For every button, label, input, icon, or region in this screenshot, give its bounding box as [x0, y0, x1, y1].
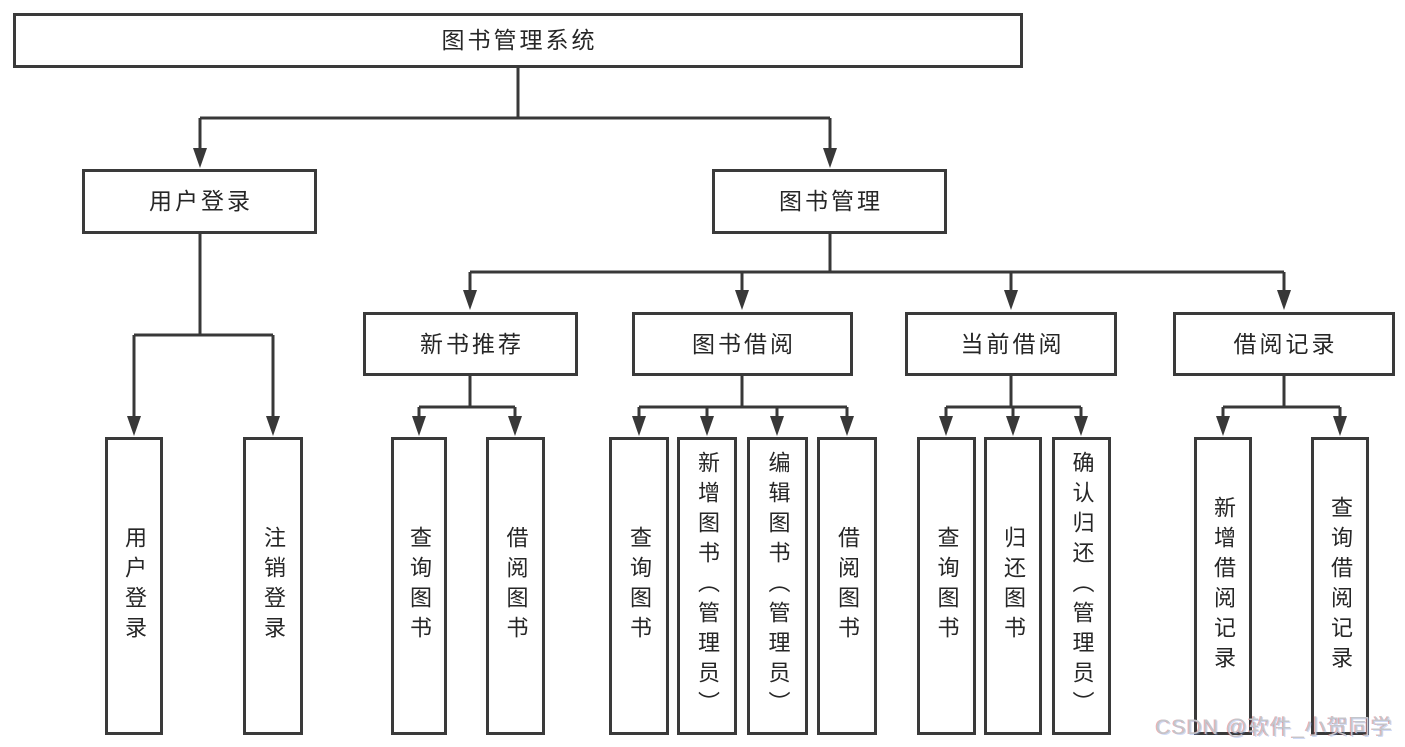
leaf-borrow-add-book-admin: 新增图书（管理员）: [677, 437, 737, 735]
node-book-borrow-label: 图书借阅: [692, 330, 796, 357]
leaf-user-login: 用户登录: [105, 437, 163, 735]
leaf-borrow-query-book-label: 查询图书: [627, 526, 652, 646]
node-borrow-records-label: 借阅记录: [1233, 330, 1338, 357]
leaf-current-query-book-label: 查询图书: [934, 526, 960, 646]
node-book-management: 图书管理: [712, 169, 947, 234]
arrowhead-icons: [127, 148, 1347, 436]
leaf-records-query-record: 查询借阅记录: [1311, 437, 1369, 735]
leaf-records-add-record-label: 新增借阅记录: [1211, 496, 1236, 676]
node-library-system: 图书管理系统: [13, 13, 1023, 68]
node-user-login: 用户登录: [82, 169, 317, 234]
leaf-recommend-borrow-book-label: 借阅图书: [503, 526, 529, 646]
leaf-borrow-edit-book-admin: 编辑图书（管理员）: [747, 437, 808, 735]
leaf-records-query-record-label: 查询借阅记录: [1328, 496, 1353, 676]
leaf-recommend-query-book-label: 查询图书: [407, 526, 432, 646]
node-new-book-recommend-label: 新书推荐: [420, 330, 524, 357]
leaf-recommend-query-book: 查询图书: [391, 437, 447, 735]
node-current-borrow: 当前借阅: [905, 312, 1117, 376]
leaf-borrow-add-book-admin-label: 新增图书（管理员）: [695, 451, 720, 721]
leaf-logout: 注销登录: [243, 437, 303, 735]
leaf-current-return-book: 归还图书: [984, 437, 1042, 735]
leaf-current-confirm-return-admin: 确认归还（管理员）: [1052, 437, 1111, 735]
leaf-current-return-book-label: 归还图书: [1001, 526, 1026, 646]
leaf-current-query-book: 查询图书: [917, 437, 976, 735]
csdn-watermark: CSDN @软件_小贺同学: [1155, 716, 1393, 739]
node-book-management-label: 图书管理: [779, 188, 883, 214]
leaf-borrow-edit-book-admin-label: 编辑图书（管理员）: [765, 451, 791, 721]
node-new-book-recommend: 新书推荐: [363, 312, 578, 376]
leaf-current-confirm-return-admin-label: 确认归还（管理员）: [1069, 451, 1095, 721]
node-user-login-label: 用户登录: [149, 188, 253, 214]
node-current-borrow-label: 当前借阅: [960, 330, 1065, 357]
leaf-recommend-borrow-book: 借阅图书: [486, 437, 545, 735]
leaf-user-login-label: 用户登录: [122, 526, 147, 646]
node-library-system-label: 图书管理系统: [441, 27, 598, 53]
leaf-borrow-borrow-book-label: 借阅图书: [835, 526, 860, 646]
node-book-borrow: 图书借阅: [632, 312, 853, 376]
node-borrow-records: 借阅记录: [1173, 312, 1395, 376]
leaf-borrow-borrow-book: 借阅图书: [817, 437, 877, 735]
leaf-borrow-query-book: 查询图书: [609, 437, 669, 735]
leaf-logout-label: 注销登录: [261, 526, 286, 646]
leaf-records-add-record: 新增借阅记录: [1194, 437, 1252, 735]
